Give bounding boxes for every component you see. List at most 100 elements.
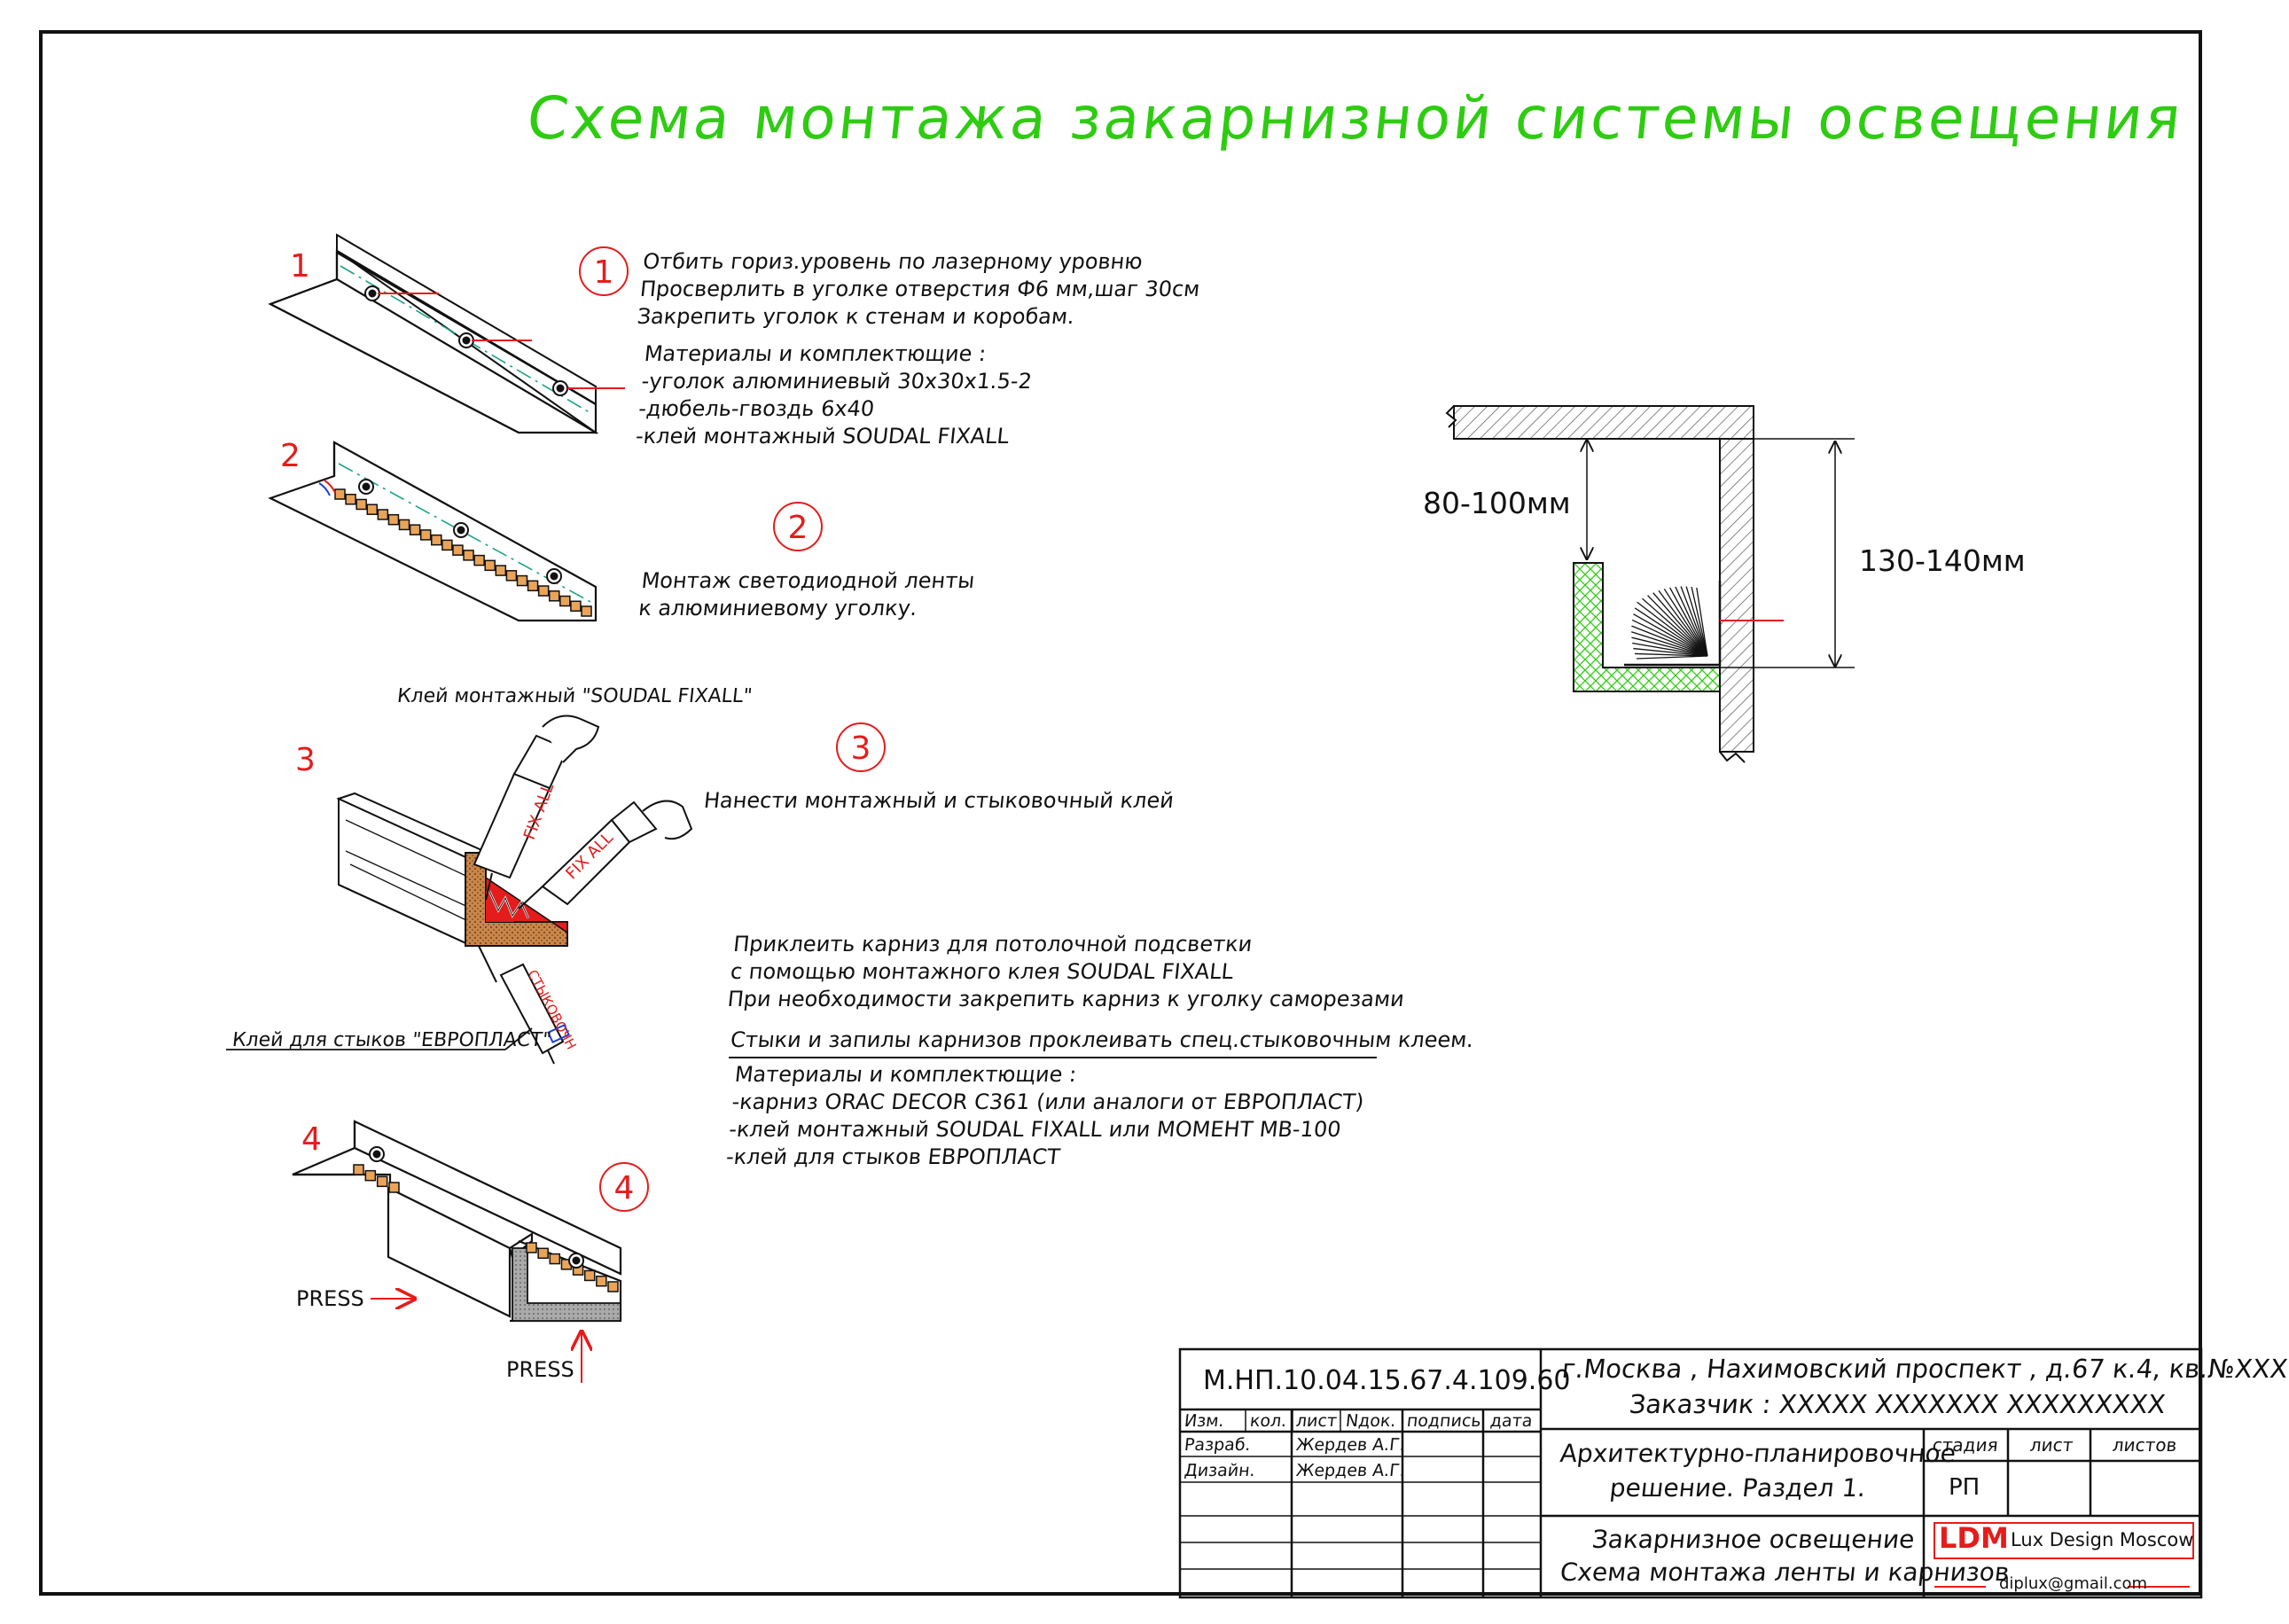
light-ray bbox=[1663, 588, 1708, 657]
light-ray bbox=[1631, 625, 1708, 657]
light-ray bbox=[1637, 655, 1708, 660]
led-chip bbox=[388, 1182, 400, 1193]
led-chip bbox=[387, 513, 400, 526]
led-chip bbox=[526, 1242, 537, 1253]
drawing-code: М.НП.10.04.15.67.4.109.60 bbox=[1203, 1365, 1571, 1396]
light-ray bbox=[1632, 642, 1708, 657]
section-ceiling bbox=[1445, 405, 1754, 763]
header-kol: кол. bbox=[1248, 1411, 1288, 1431]
header-list: лист bbox=[1294, 1411, 1339, 1431]
led-chip bbox=[441, 539, 453, 551]
schematic-drawing bbox=[226, 233, 2203, 1599]
press-label-1: PRESS bbox=[296, 1286, 364, 1311]
drawing-title-line2: Схема монтажа ленты и карнизов bbox=[1559, 1558, 2012, 1587]
developer-role: Разраб. bbox=[1183, 1435, 1252, 1455]
led-chip bbox=[516, 574, 528, 587]
project-title-line2: решение. Раздел 1. bbox=[1608, 1473, 1868, 1503]
glue-tube-1 bbox=[473, 714, 600, 901]
light-ray bbox=[1680, 586, 1708, 657]
stage-value: РП bbox=[1949, 1474, 1980, 1501]
glue-tube-2 bbox=[518, 800, 693, 910]
step4-holes bbox=[369, 1146, 584, 1269]
light-ray bbox=[1669, 587, 1708, 657]
drawing-title-line1: Закарнизное освещение bbox=[1590, 1525, 1917, 1554]
led-chip bbox=[570, 600, 582, 613]
light-ray bbox=[1647, 595, 1708, 657]
light-ray bbox=[1637, 601, 1708, 657]
step-3-circle: 3 bbox=[836, 722, 886, 772]
led-chip bbox=[607, 1281, 619, 1292]
step-4-circle: 4 bbox=[599, 1162, 649, 1212]
led-chip bbox=[549, 1253, 561, 1265]
step-2-circle: 2 bbox=[773, 502, 823, 551]
led-tape-step2 bbox=[334, 488, 592, 617]
led-chip bbox=[345, 493, 356, 505]
led-chip bbox=[484, 559, 496, 572]
light-ray bbox=[1685, 586, 1708, 657]
led-tape-step4 bbox=[353, 1164, 619, 1292]
light-ray bbox=[1691, 586, 1708, 657]
glue-tube-3 bbox=[478, 945, 570, 1065]
cornice-instructions: Приклеить карниз для потолочной подсветк… bbox=[726, 932, 1406, 1011]
light-ray bbox=[1633, 613, 1708, 657]
led-chip bbox=[537, 585, 550, 597]
company-name: Lux Design Moscow bbox=[2011, 1529, 2194, 1550]
header-date: дата bbox=[1488, 1411, 1534, 1431]
sheet-header: лист bbox=[2028, 1434, 2074, 1456]
dimension-lines bbox=[1587, 438, 1855, 668]
light-ray bbox=[1634, 607, 1708, 657]
led-chip bbox=[364, 1169, 377, 1182]
led-chip bbox=[398, 519, 410, 531]
joints-instructions: Стыки и запилы карнизов проклеивать спец… bbox=[729, 1027, 1475, 1052]
light-ray bbox=[1631, 631, 1708, 657]
step1-materials: Материалы и комплектющие : -уголок алюми… bbox=[634, 341, 1034, 449]
step1-leaders bbox=[378, 293, 625, 389]
light-ray bbox=[1642, 597, 1708, 657]
led-chip bbox=[559, 595, 571, 607]
led-chip bbox=[505, 570, 518, 582]
developer-name: Жердев А.Г. bbox=[1294, 1435, 1407, 1455]
stage-header: стадия bbox=[1931, 1434, 2000, 1456]
led-chip bbox=[409, 524, 421, 535]
light-ray bbox=[1631, 619, 1708, 657]
led-chip bbox=[431, 534, 442, 546]
step3-profile-section bbox=[465, 852, 568, 947]
light-ray bbox=[1675, 586, 1708, 657]
header-ndok: Nдок. bbox=[1344, 1411, 1397, 1431]
light-ray bbox=[1631, 636, 1708, 657]
light-ray bbox=[1635, 652, 1708, 657]
led-chip bbox=[376, 1175, 388, 1188]
light-ray bbox=[1658, 589, 1708, 657]
led-chip bbox=[366, 504, 379, 515]
mounting-glue-label: Клей монтажный "SOUDAL FIXALL" bbox=[395, 685, 754, 707]
project-title-line1: Архитектурно-планировочное bbox=[1559, 1439, 1957, 1468]
drawing-sheet bbox=[39, 30, 2202, 1596]
logo-box bbox=[1934, 1522, 2194, 1559]
led-chip bbox=[583, 1269, 596, 1282]
designer-role: Дизайн. bbox=[1183, 1461, 1256, 1480]
led-chip bbox=[419, 529, 432, 541]
section-aluminium-angle bbox=[1624, 581, 1722, 667]
joint-glue-label: Клей для стыков "ЕВРОПЛАСТ" bbox=[230, 1029, 553, 1051]
led-chip bbox=[581, 605, 592, 617]
sheets-header: листов bbox=[2111, 1434, 2178, 1456]
step2-instructions: Монтаж светодиодной ленты к алюминиевому… bbox=[637, 568, 976, 621]
step-2-label: 2 bbox=[280, 438, 301, 474]
light-ray bbox=[1696, 587, 1708, 657]
step2-angle-with-led bbox=[268, 441, 598, 622]
dimension-small: 80-100мм bbox=[1423, 486, 1571, 520]
led-chip bbox=[527, 580, 539, 592]
led-chip bbox=[473, 554, 485, 566]
step-1-circle: 1 bbox=[579, 246, 629, 296]
led-chip bbox=[452, 544, 464, 556]
designer-name: Жердев А.Г. bbox=[1294, 1461, 1407, 1480]
title-block-grid bbox=[1180, 1409, 1541, 1597]
light-rays bbox=[1631, 586, 1708, 660]
press-label-2: PRESS bbox=[506, 1357, 574, 1382]
led-chip bbox=[596, 1275, 607, 1287]
step1-profile-outline bbox=[268, 249, 598, 434]
step1-level-line bbox=[340, 265, 593, 415]
led-chip bbox=[377, 509, 389, 520]
step2-holes bbox=[358, 479, 562, 584]
cornice-materials: Материалы и комплектющие : -карниз ORAC … bbox=[724, 1062, 1365, 1169]
